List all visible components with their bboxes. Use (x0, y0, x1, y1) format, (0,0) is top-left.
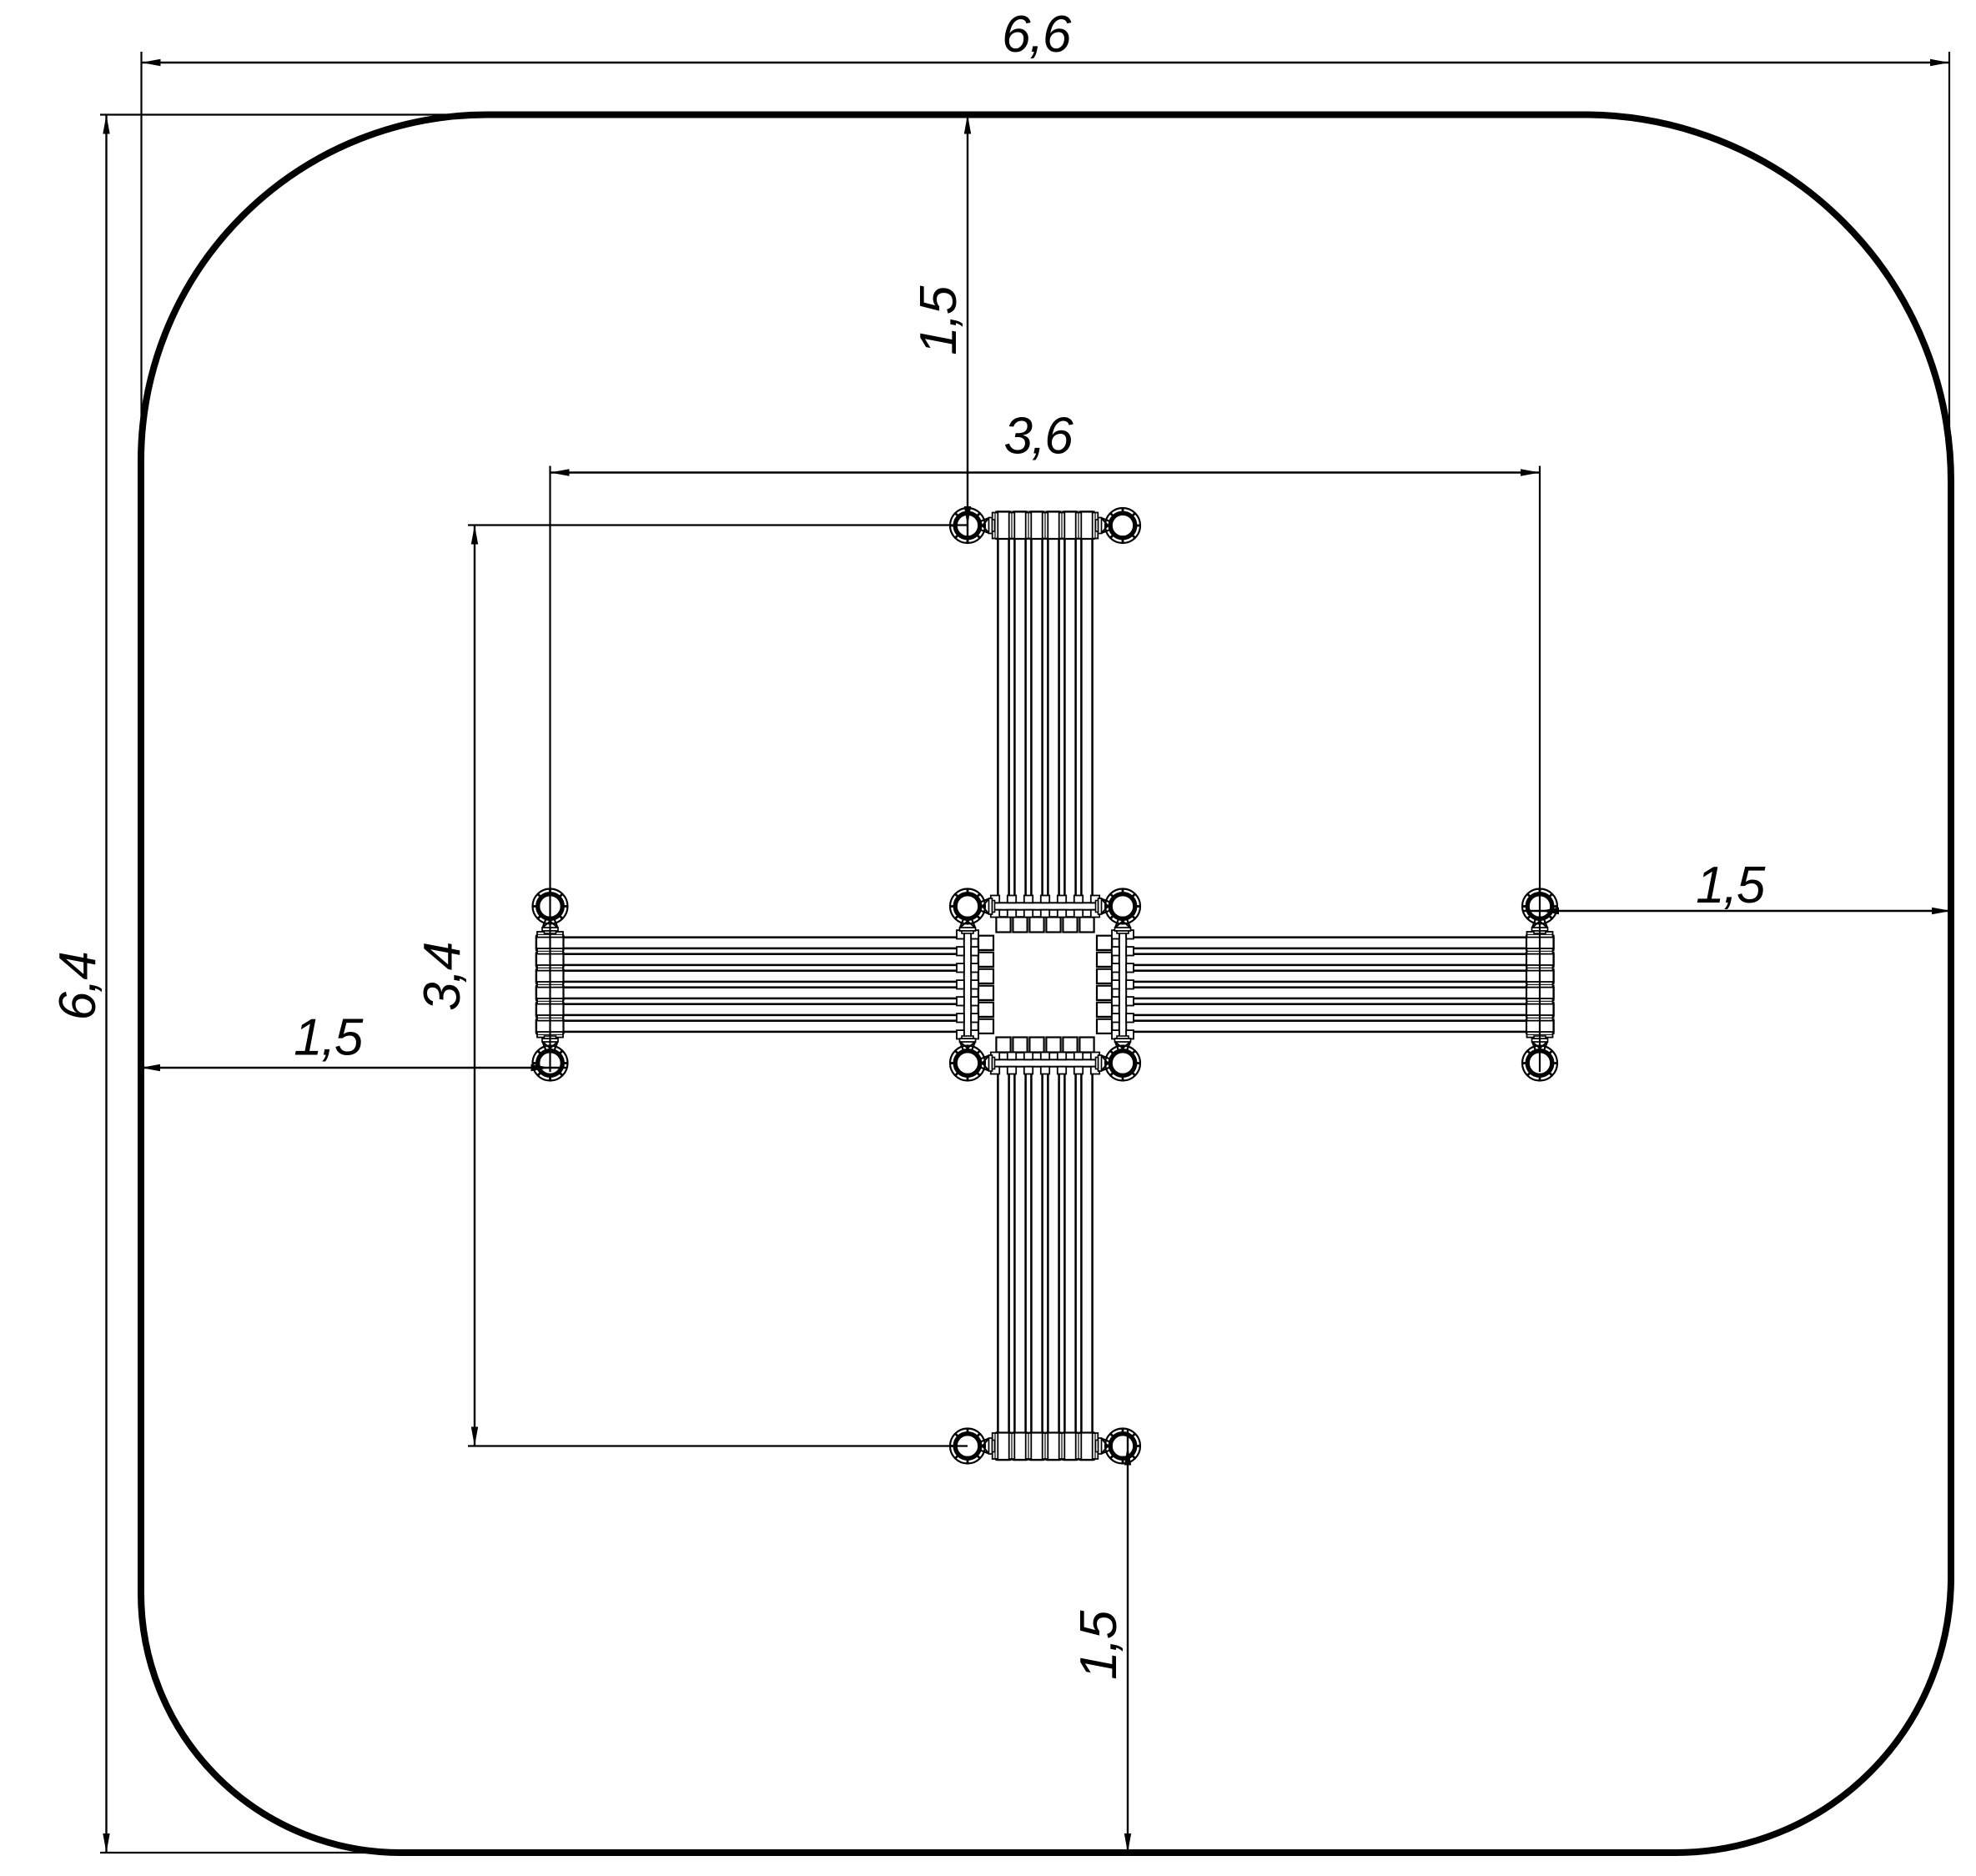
svg-text:1,5: 1,5 (294, 1009, 364, 1067)
svg-text:6,6: 6,6 (1002, 6, 1072, 63)
svg-text:3,6: 3,6 (1004, 408, 1074, 465)
svg-text:1,5: 1,5 (1070, 1610, 1128, 1680)
svg-text:1,5: 1,5 (1696, 857, 1766, 914)
svg-text:6,4: 6,4 (49, 953, 107, 1021)
svg-text:1,5: 1,5 (910, 285, 968, 355)
svg-text:3,4: 3,4 (414, 943, 471, 1011)
